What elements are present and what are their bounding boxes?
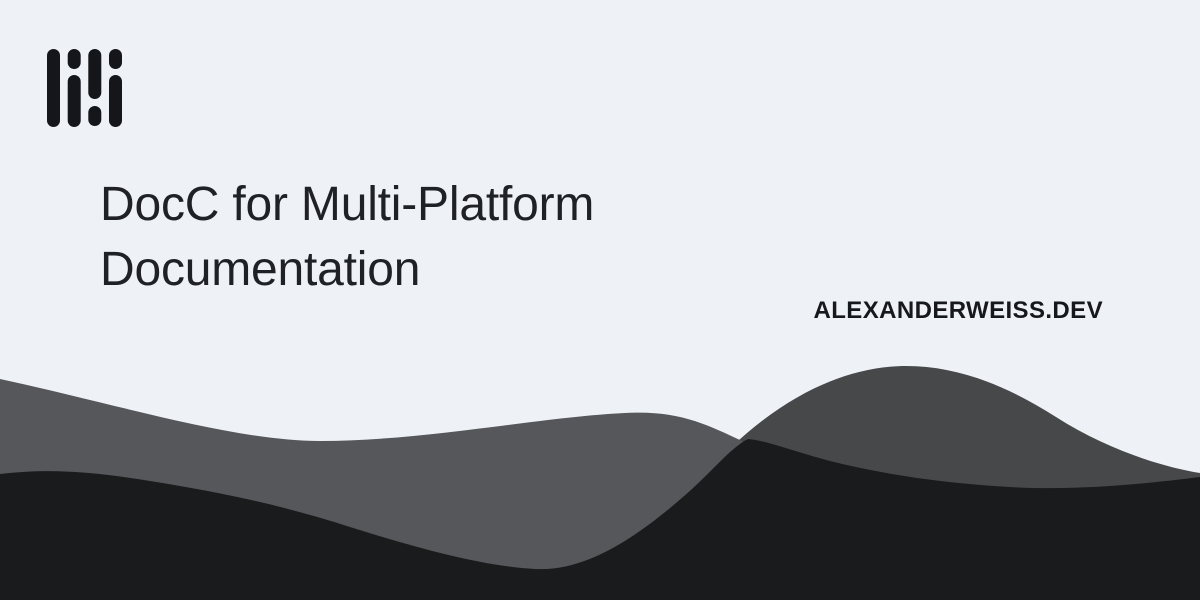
logo-dot-col2 bbox=[67, 49, 81, 69]
logo-dot-col3 bbox=[88, 106, 102, 126]
wave-front-black-shape bbox=[0, 439, 1200, 600]
title-line-1: DocC for Multi-Platform bbox=[100, 178, 595, 231]
logo-bar-col2 bbox=[67, 75, 81, 127]
brand-logo-icon bbox=[47, 49, 122, 127]
title-line-2: Documentation bbox=[100, 243, 421, 296]
site-domain-text: ALEXANDERWEISS.DEV bbox=[813, 297, 1103, 324]
logo-bar-col1 bbox=[47, 49, 60, 127]
logo-bar-col4 bbox=[109, 75, 122, 127]
logo-dot-col4 bbox=[109, 49, 122, 69]
page-title: DocC for Multi-Platform Documentation bbox=[100, 172, 740, 302]
logo-bar-col3 bbox=[88, 49, 102, 99]
